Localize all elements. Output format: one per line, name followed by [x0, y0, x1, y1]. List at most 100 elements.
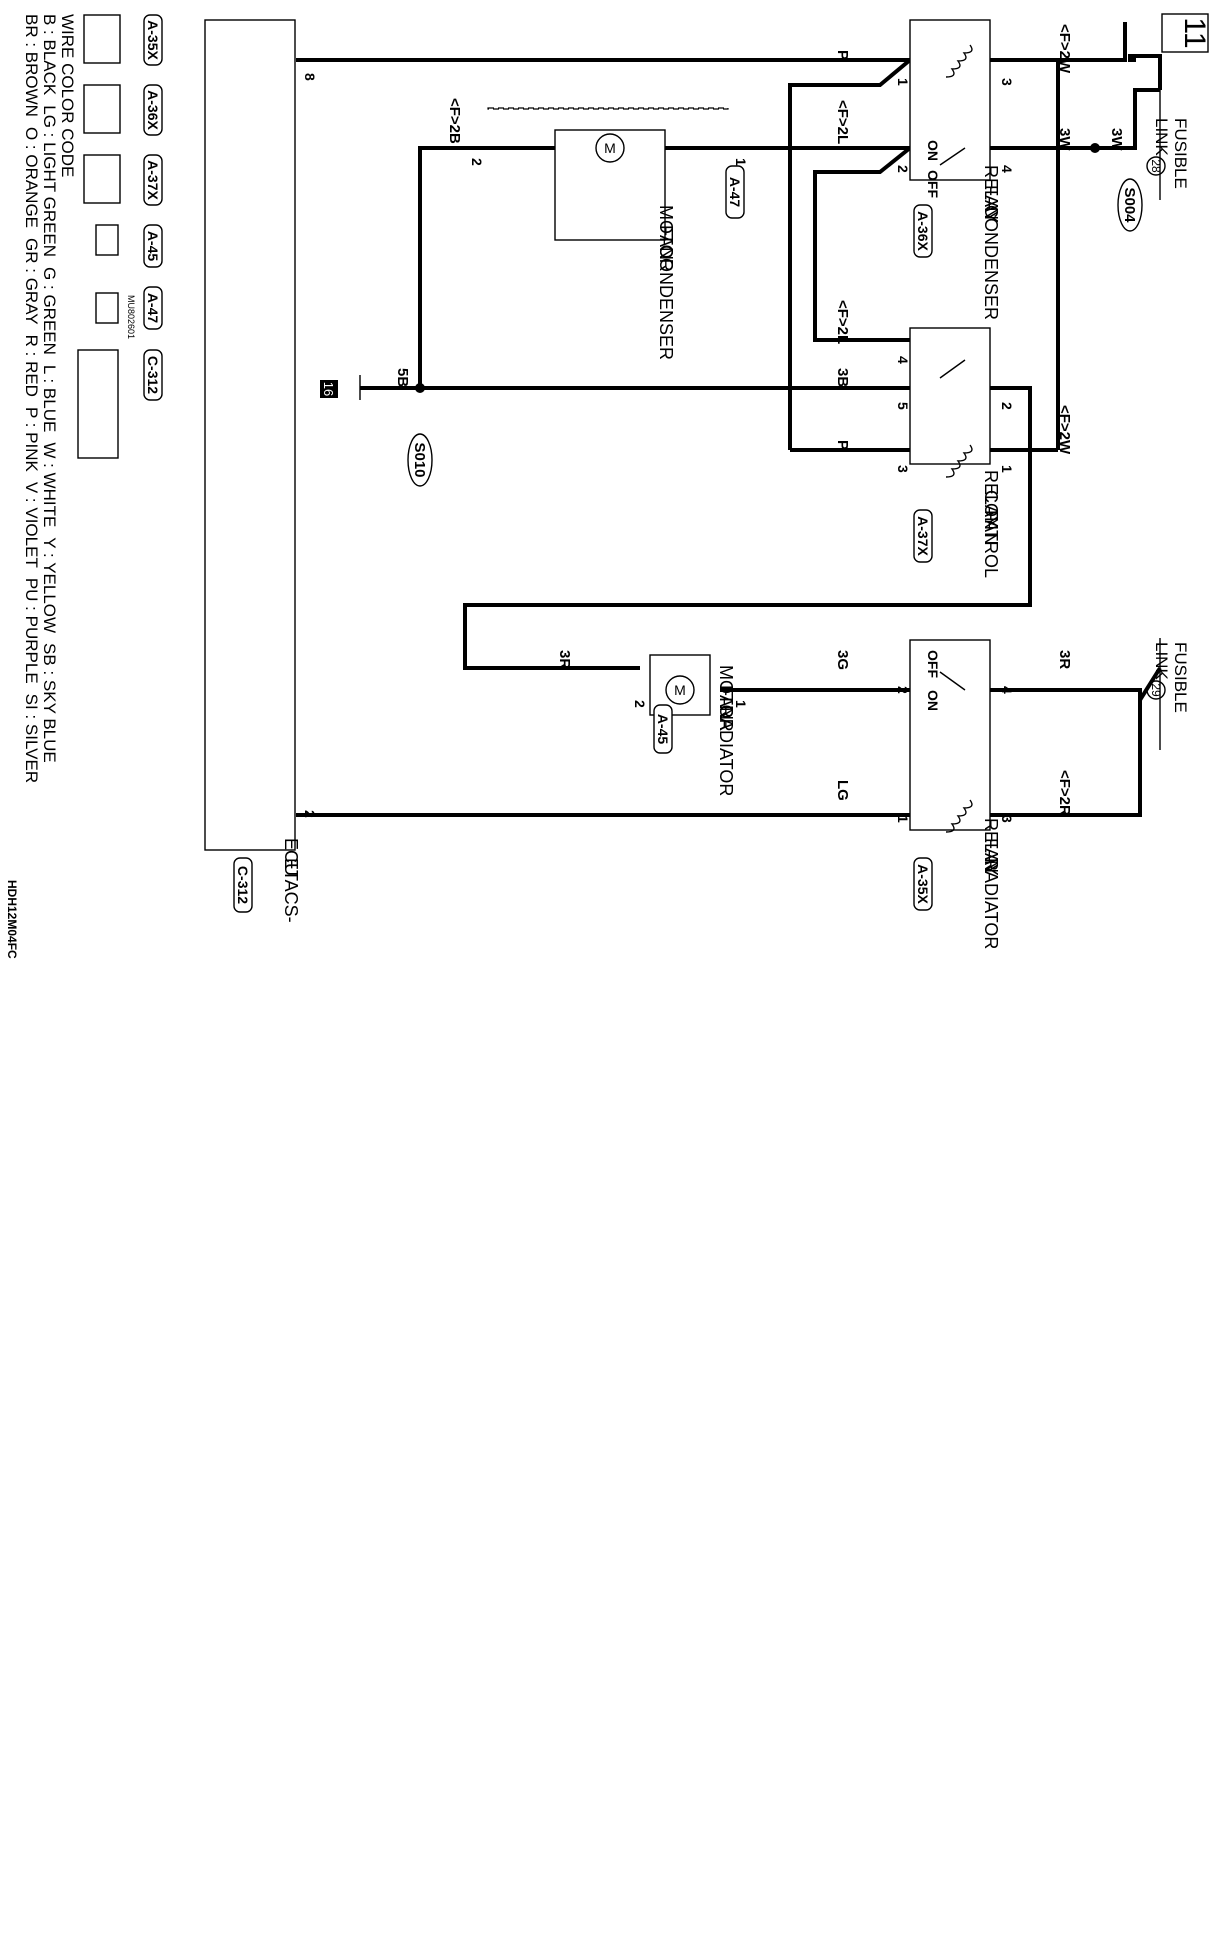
wire-label-3r-a: 3R — [1056, 650, 1073, 669]
condenser-motor-name-1: CONDENSER — [656, 245, 676, 360]
wire-label-3w-a: 3W — [1056, 128, 1073, 151]
radiator-motor-pin2: 2 — [632, 700, 648, 708]
wire-2b — [360, 146, 455, 390]
condenser-relay-on: ON — [925, 140, 941, 161]
wcc-sb: SB : SKY BLUE — [40, 643, 59, 763]
wire-label-f2r: <F>2R — [1056, 770, 1073, 816]
wire-label-5b: 5B — [394, 368, 411, 387]
wire-f2w-top — [990, 22, 1127, 62]
etacs-conn-tag — [233, 857, 253, 913]
wire-f2r — [990, 700, 1142, 817]
etacs-pin8: 8 — [302, 73, 318, 81]
condenser-motor-dash-top — [487, 107, 729, 110]
radiator-relay-off: OFF — [925, 650, 941, 678]
legend-a35x: A-35X — [145, 20, 161, 60]
wcc-r: R : RED — [22, 335, 41, 397]
fancontrol-relay-name-2: CONTROL — [981, 490, 1001, 578]
etacs-name: ETACS- ECU — [281, 838, 301, 928]
wcc-lg: LG : LIGHT GREEN — [40, 105, 59, 257]
legend-a45: A-45 — [145, 231, 161, 262]
legend-tag-a35x — [143, 14, 163, 66]
radiator-motor-symbol — [665, 675, 695, 705]
legend-face-a47 — [95, 292, 119, 324]
condenser-motor-name-3: MOTOR — [656, 205, 676, 272]
fc-relay-pin3: 3 — [895, 465, 911, 473]
rad-relay-pin3: 3 — [999, 815, 1015, 823]
legend-tag-a37x — [143, 154, 163, 206]
wire-label-f2b: <F>2B — [446, 98, 463, 144]
fancontrol-relay-conn-tag — [913, 509, 933, 563]
legend-face-a36x — [83, 84, 121, 134]
wcc-br: BR : BROWN — [22, 14, 41, 117]
wire-2w-mid — [463, 386, 1032, 670]
ground-box — [320, 380, 338, 398]
fan-control-relay-box — [909, 327, 991, 465]
condenser-motor-name: CONDENSER FAN MOTOR — [656, 205, 676, 365]
wire-color-title: WIRE COLOR CODE — [58, 14, 77, 177]
fl28-num: 28 — [1149, 159, 1163, 173]
cond-relay-pin4: 4 — [999, 165, 1015, 173]
wire-fl28-3w — [1095, 88, 1160, 150]
wcc-l: L : BLUE — [40, 365, 59, 432]
cond-relay-pin2: 2 — [895, 165, 911, 173]
radiator-relay-conn-tag — [913, 857, 933, 911]
splice-s010-bubble — [407, 433, 433, 487]
legend-c312: C-312 — [145, 356, 161, 394]
wcc-pu: PU : PURPLE — [22, 578, 41, 684]
legend-face-a35x — [83, 14, 121, 64]
legend-tag-c312 — [143, 349, 163, 401]
fancontrol-relay-coil — [945, 444, 973, 478]
condenser-motor-symbol — [595, 133, 625, 163]
radiator-fan-relay-box — [909, 639, 991, 831]
wire-label-3g: 3G — [834, 650, 851, 670]
rad-relay-pin4: 4 — [999, 686, 1015, 694]
wcc-y: Y : YELLOW — [40, 537, 59, 633]
radiator-relay-switch — [939, 671, 966, 691]
wire-label-p-top: P — [834, 50, 851, 60]
condenser-fan-relay-box — [909, 19, 991, 181]
radiator-relay-name: RADIATOR FAN RELAY — [981, 818, 1001, 954]
condenser-motor-pin1: 1 — [733, 158, 749, 166]
cond-relay-pin1: 1 — [895, 78, 911, 86]
etacs-name-2: ECU — [281, 838, 301, 876]
condenser-relay-name-1: CONDENSER — [981, 205, 1001, 320]
condenser-motor-box — [554, 129, 666, 241]
connector-legend: A-35X A-36X A-37X A-45 A-47 C-312 MU8026… — [77, 14, 163, 459]
figure-code: HDH12M04FC — [5, 880, 19, 959]
radiator-motor-name-1: RADIATOR — [716, 705, 736, 796]
wcc-gr: GR : GRAY — [22, 238, 41, 325]
fl28-label1: FUSIBLE — [1171, 118, 1190, 189]
wire-color-row1: B : BLACKLG : LIGHT GREENG : GREENL : BL… — [40, 14, 59, 763]
radiator-relay-name-1: RADIATOR — [981, 858, 1001, 949]
wcc-p: P : PINK — [22, 407, 41, 473]
etacs-pin2: 2 — [302, 810, 318, 818]
condenser-relay-name: CONDENSER FAN RELAY — [981, 165, 1001, 325]
fancontrol-relay-name-1: FAN — [981, 510, 1001, 545]
wire-label-p-mid: P — [834, 440, 851, 450]
rad-relay-pin2: 2 — [895, 686, 911, 694]
radiator-motor-name-3: MOTOR — [716, 665, 736, 732]
radiator-motor-box — [649, 654, 711, 716]
condenser-motor-m: M — [604, 140, 616, 156]
wcc-g: G : GREEN — [40, 267, 59, 355]
condenser-motor-pin2: 2 — [469, 158, 485, 166]
fancontrol-relay-name-3: RELAY — [981, 470, 1001, 528]
radiator-relay-name-3: RELAY — [981, 818, 1001, 876]
ground-num: 16 — [321, 382, 336, 396]
etacs-name-1: ETACS- — [281, 858, 301, 923]
rad-relay-pin1: 1 — [895, 815, 911, 823]
legend-a47: A-47 — [145, 293, 161, 324]
wcc-si: SI : SILVER — [22, 694, 41, 783]
radiator-motor-m: M — [674, 682, 686, 698]
condenser-relay-conn: A-36X — [915, 211, 931, 251]
wcc-w: W : WHITE — [40, 442, 59, 527]
fc-relay-pin1: 1 — [999, 465, 1015, 473]
wire-label-f2l-a: <F>2L — [834, 100, 851, 144]
wire-label-3w-b: 3W — [1108, 128, 1125, 151]
condenser-relay-name-3: RELAY — [981, 165, 1001, 223]
etacs-conn: C-312 — [235, 866, 251, 904]
radiator-relay-on: ON — [925, 690, 941, 711]
legend-tag-a45 — [143, 224, 163, 268]
radiator-motor-conn-tag — [653, 704, 673, 754]
